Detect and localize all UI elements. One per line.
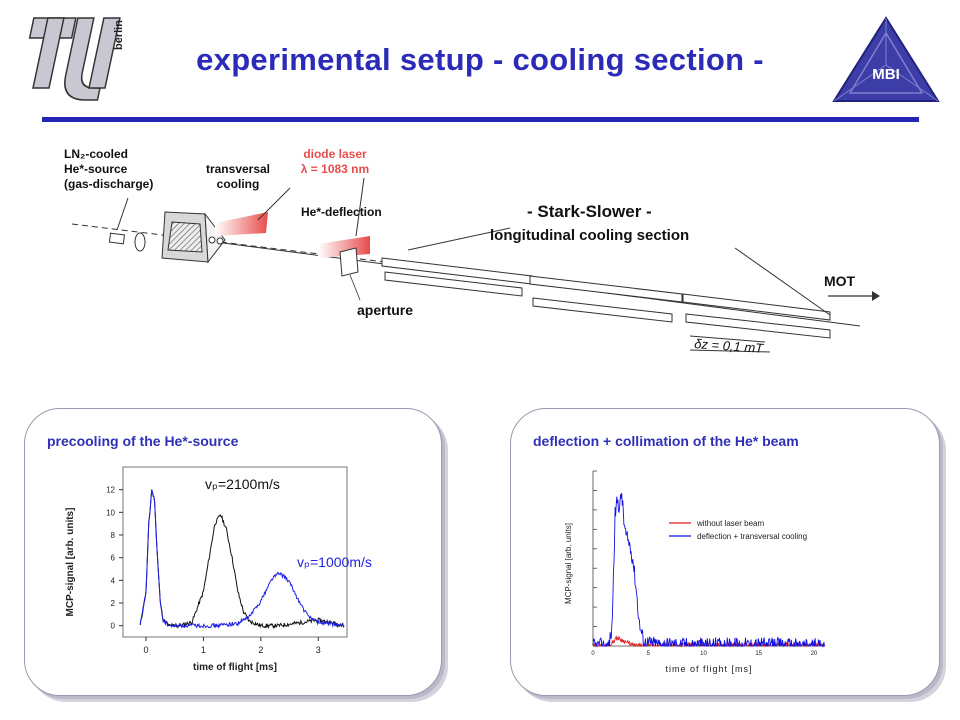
mbi-logo: MBI (830, 15, 942, 105)
right-x-tick-label: 15 (755, 651, 762, 657)
stark-slower-stages (381, 257, 831, 339)
right-x-tick-label: 5 (647, 651, 651, 657)
left-y-tick-label: 8 (111, 531, 116, 540)
right-x-axis-label: time of flight [ms] (665, 664, 752, 674)
laser-beam-transversal (215, 212, 268, 236)
left-x-tick-label: 1 (201, 645, 206, 655)
right-legend-label-1: deflection + transversal cooling (697, 532, 807, 541)
left-y-tick-label: 2 (111, 599, 116, 608)
laser-beam-deflection (318, 236, 370, 258)
source-label-line-2: He*-source (64, 162, 128, 176)
aperture-plate (339, 247, 359, 277)
transversal-cooling-box (161, 211, 226, 264)
page-title: experimental setup - cooling section - (196, 42, 764, 77)
diode-label-line-1: diode laser (303, 147, 367, 161)
source-label-line-3: (gas-discharge) (64, 177, 154, 191)
deflection-label: He*-deflection (301, 205, 382, 219)
aperture-label: aperture (357, 302, 414, 318)
left-chart-frame (122, 466, 348, 638)
diode-label-line-2: λ = 1083 nm (300, 162, 370, 176)
left-y-tick-label: 6 (111, 554, 116, 563)
right-x-tick-label: 20 (811, 651, 818, 657)
left-y-tick-label: 0 (111, 622, 116, 631)
left-y-tick-label: 4 (111, 576, 116, 585)
left-annotation-1000: vₚ=1000m/s (297, 554, 372, 570)
right-x-tick-label: 10 (700, 651, 707, 657)
setup-diagram: δz = 0,1 mT (0, 125, 960, 390)
right-series-line-1 (592, 492, 825, 648)
right-chart: 0 5 10 15 20 time of flight [ms] MCP-signal [a… (564, 470, 825, 674)
right-x-tick-label: 0 (591, 651, 595, 657)
right-panel: deflection + collimation of the He* beam… (510, 408, 940, 696)
left-x-tick-label: 3 (316, 645, 321, 655)
left-y-axis-label: MCP-signal [arb. units] (65, 508, 76, 617)
mot-label: MOT (824, 273, 856, 289)
left-x-axis-label: time of flight [ms] (193, 662, 277, 673)
left-annotation-2100: vₚ=2100m/s (205, 476, 280, 492)
stark-slower-title: - Stark-Slower - (527, 202, 652, 221)
source-label: LN₂-cooled He*-source (gas-discharge) (64, 147, 153, 192)
left-x-tick-label: 2 (258, 645, 263, 655)
diode-laser-label: diode laser λ = 1083 nm (280, 147, 390, 177)
transversal-cooling-label: transversal cooling (193, 162, 283, 192)
field-gradient-label: δz = 0,1 mT (694, 336, 765, 356)
right-y-axis-label: MCP-signal [arb. units] (564, 523, 573, 604)
source-label-line-1: LN₂-cooled (64, 147, 128, 161)
mbi-logo-text: MBI (872, 66, 900, 83)
tu-berlin-logo-text: berlin (113, 20, 125, 50)
left-panel-title: precooling of the He*-source (47, 433, 239, 449)
right-panel-title: deflection + collimation of the He* beam (533, 433, 799, 449)
right-legend-label-0: without laser beam (696, 519, 764, 528)
left-y-tick-label: 10 (106, 508, 115, 517)
title-divider (42, 117, 919, 122)
left-y-tick-label: 12 (106, 486, 115, 495)
left-series-line-1 (139, 489, 345, 629)
tu-berlin-logo: berlin (10, 8, 130, 108)
transversal-label-line-1: transversal (205, 162, 271, 176)
left-x-tick-label: 0 (143, 645, 148, 655)
transversal-label-line-2: cooling (216, 177, 260, 191)
stark-slower-subtitle: longitudinal cooling section (490, 227, 690, 244)
